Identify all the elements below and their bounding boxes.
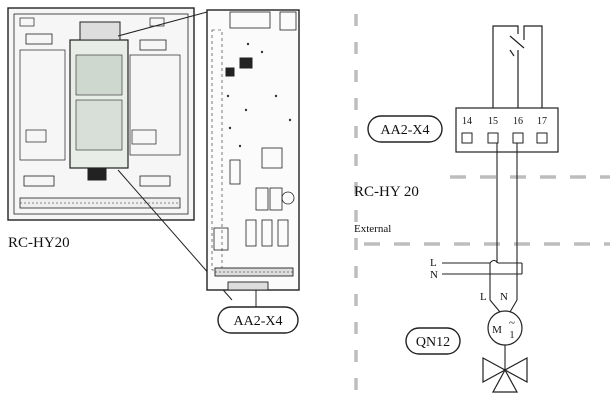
supply-label-l: L: [430, 257, 437, 269]
terminal-16: 16: [513, 116, 523, 127]
terminal-17: 17: [537, 116, 547, 127]
terminal-screws: [461, 132, 548, 144]
motor-subscript: 1: [510, 330, 515, 341]
motor-icon: M ~ 1: [487, 310, 523, 346]
motor-tilde: ~: [509, 317, 515, 329]
pcb-zoom: [206, 9, 300, 291]
motor-symbol: M: [492, 324, 502, 336]
zone-dividers: [354, 14, 610, 404]
connector-tag-right: AA2-X4: [381, 123, 430, 138]
component-tag-box: [405, 327, 461, 355]
terminal-block: [455, 107, 559, 153]
pcb-dots: [226, 42, 292, 148]
component-tag: QN12: [416, 335, 450, 350]
zone-upper-label: RC-HY 20: [354, 184, 419, 200]
connector-tag-left: AA2-X4: [234, 314, 283, 329]
three-way-valve-icon: [482, 356, 528, 393]
supply-label-n: N: [430, 269, 438, 281]
unit-label: RC-HY20: [8, 235, 70, 251]
terminal-14: 14: [462, 116, 472, 127]
connector-tag-box: [217, 306, 299, 334]
zone-lower-label: External: [354, 223, 391, 235]
motor-wire-n: N: [500, 291, 508, 303]
motor-wire-l: L: [480, 291, 487, 303]
terminal-15: 15: [488, 116, 498, 127]
connector-tag-box-right: [367, 115, 443, 143]
supply-wiring: [442, 143, 523, 313]
board-overview: [7, 7, 195, 221]
